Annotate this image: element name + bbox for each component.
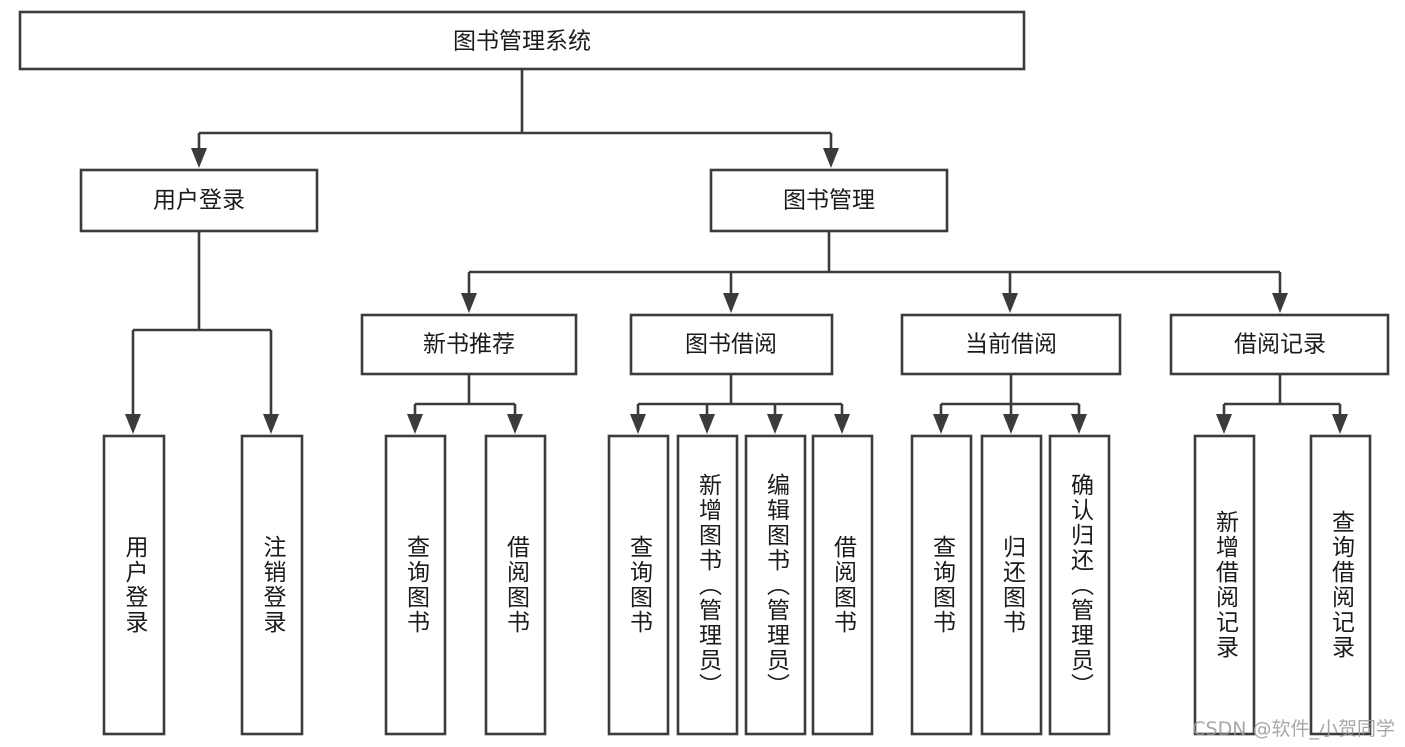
connector-current-borrow-to-leaves	[933, 374, 1087, 434]
arrow-head-icon	[630, 414, 646, 434]
leaf-box-borrow-record-0[interactable]	[1193, 434, 1256, 736]
node-current-borrow-label: 当前借阅	[965, 332, 1057, 358]
node-root[interactable]: 图书管理系统	[18, 10, 1026, 71]
connector-user-login-to-leaves	[125, 231, 279, 434]
node-root-label: 图书管理系统	[453, 29, 591, 55]
node-user-login-label: 用户登录	[153, 188, 245, 214]
arrow-head-icon	[1071, 414, 1087, 434]
leaf-box-current-borrow-1[interactable]	[980, 434, 1043, 736]
leaf-box-current-borrow-0[interactable]	[910, 434, 973, 736]
arrow-head-icon	[1003, 414, 1019, 434]
arrow-head-icon	[507, 414, 523, 434]
arrow-head-icon	[407, 414, 423, 434]
node-new-book-recommend-box	[360, 313, 578, 376]
leaf-box-book-borrow-0[interactable]	[607, 434, 670, 736]
node-user-login-box	[79, 168, 319, 233]
arrow-head-icon	[461, 293, 477, 313]
arrow-head-icon	[767, 414, 783, 434]
leaf-box-new-book-recommend-0[interactable]	[384, 434, 447, 736]
leaf-box-new-book-recommend-1[interactable]	[484, 434, 547, 736]
leaf-box-user-login-0[interactable]	[102, 434, 166, 736]
arrow-head-icon	[125, 414, 141, 434]
leaf-box-current-borrow-2[interactable]	[1048, 434, 1111, 736]
arrow-head-icon	[933, 414, 949, 434]
node-borrow-record[interactable]: 借阅记录	[1169, 313, 1390, 376]
arrow-head-icon	[1272, 293, 1288, 313]
node-book-management[interactable]: 图书管理	[709, 168, 949, 233]
watermark: CSDN @软件_小贺同学	[1192, 718, 1395, 740]
connector-root-to-level2	[191, 69, 839, 168]
node-new-book-recommend-label: 新书推荐	[423, 332, 515, 358]
arrow-head-icon	[823, 148, 839, 168]
node-book-management-label: 图书管理	[783, 188, 875, 214]
node-root-box	[18, 10, 1026, 71]
arrow-head-icon	[1332, 414, 1348, 434]
leaf-box-user-login-1[interactable]	[240, 434, 304, 736]
node-user-login[interactable]: 用户登录	[79, 168, 319, 233]
arrow-head-icon	[699, 414, 715, 434]
node-book-borrow-label: 图书借阅	[685, 332, 777, 358]
node-borrow-record-label: 借阅记录	[1234, 332, 1326, 358]
arrow-head-icon	[1002, 293, 1018, 313]
leaf-box-book-borrow-2[interactable]	[744, 434, 807, 736]
arrow-head-icon	[263, 414, 279, 434]
node-current-borrow-box	[900, 313, 1122, 376]
connector-book-borrow-to-leaves	[630, 374, 850, 434]
connector-book-management-to-level3	[461, 231, 1288, 313]
connector-new-book-recommend-to-leaves	[407, 374, 523, 434]
leaf-box-book-borrow-1[interactable]	[676, 434, 739, 736]
arrow-head-icon	[834, 414, 850, 434]
leaf-box-book-borrow-3[interactable]	[811, 434, 874, 736]
arrow-head-icon	[1216, 414, 1232, 434]
leaf-box-borrow-record-1[interactable]	[1309, 434, 1372, 736]
connector-borrow-record-to-leaves	[1216, 374, 1348, 434]
node-book-borrow[interactable]: 图书借阅	[629, 313, 834, 376]
arrow-head-icon	[191, 148, 207, 168]
node-new-book-recommend[interactable]: 新书推荐	[360, 313, 578, 376]
arrow-head-icon	[723, 293, 739, 313]
node-current-borrow[interactable]: 当前借阅	[900, 313, 1122, 376]
